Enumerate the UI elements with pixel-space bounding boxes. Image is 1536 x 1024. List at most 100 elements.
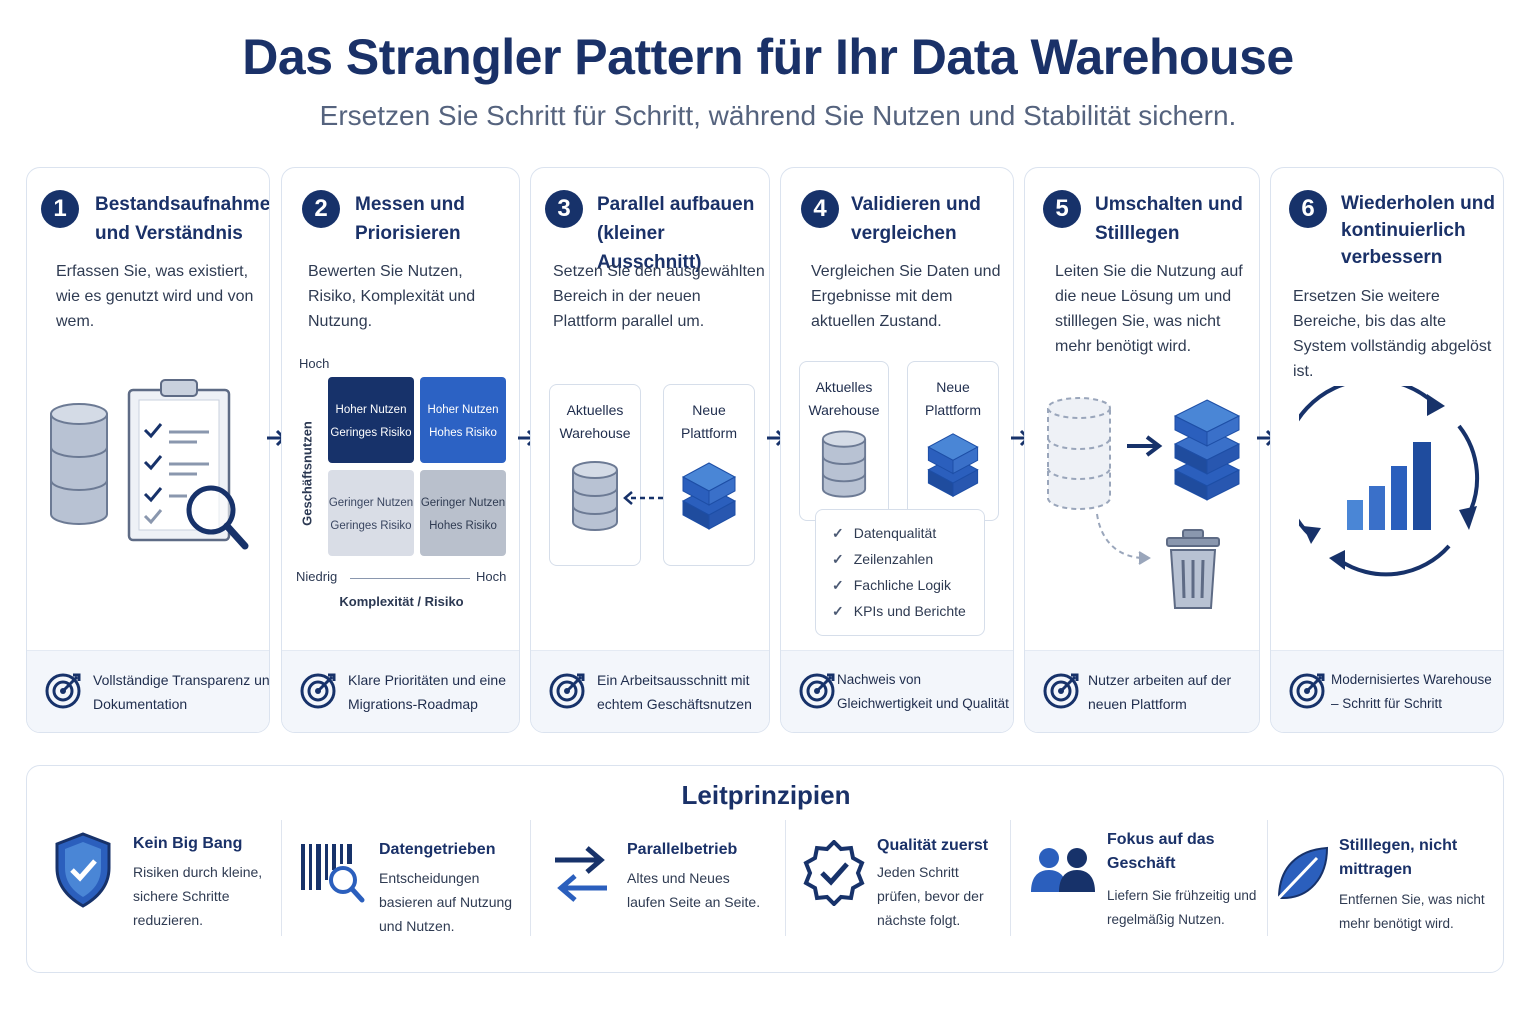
validation-checklist: ✓Datenqualität ✓Zeilenzahlen ✓Fachliche …: [815, 509, 985, 636]
new-platform-label: Neue Plattform: [924, 379, 981, 418]
principle-description: Jeden Schritt prüfen, bevor der nächste …: [877, 864, 984, 928]
quadrant-top-right: Hoher Nutzen Hohes Risiko: [420, 377, 506, 463]
leaf-icon: [1273, 846, 1329, 904]
principle-description: Entfernen Sie, was nicht mehr benötigt w…: [1339, 892, 1485, 931]
principle-name: Stilllegen, nicht mittragen: [1339, 837, 1458, 878]
step-number: 1: [41, 190, 79, 228]
clipboard-checklist-icon: [127, 379, 249, 550]
quadrant-top-left: Hoher Nutzen Geringes Risiko: [328, 377, 414, 463]
target-icon: [1289, 673, 1325, 709]
new-platform-box: Neue Plattform: [663, 384, 755, 566]
x-axis-high-label: Hoch: [476, 569, 507, 584]
target-icon: [549, 673, 585, 709]
step-description: Erfassen Sie, was existiert, wie es genu…: [56, 263, 254, 330]
step-description: Vergleichen Sie Daten und Ergebnisse mit…: [811, 263, 1001, 330]
divider: [1010, 820, 1011, 936]
step-title: Parallel aufbauen (kleiner Ausschnitt): [597, 194, 755, 273]
step-number: 2: [302, 190, 340, 228]
divider: [281, 820, 282, 936]
outcome-text: Ein Arbeitsausschnitt mit echtem Geschäf…: [597, 672, 752, 712]
cube-stack-icon: [927, 433, 979, 498]
x-axis-line: [350, 578, 470, 579]
principle-name: Datengetrieben: [379, 841, 496, 858]
check-item: ✓Datenqualität: [832, 525, 937, 541]
step-title: Wiederholen und kontinuierlich verbesser…: [1341, 193, 1495, 268]
barcode-search-icon: [301, 844, 365, 903]
step-description: Ersetzen Sie weitere Bereiche, bis das a…: [1293, 288, 1492, 380]
x-axis-label: Komplexität / Risiko: [339, 594, 464, 609]
step-card-4: 4 Validieren und vergleichen Vergleichen…: [780, 167, 1014, 733]
continuous-improvement-icon: [1299, 386, 1480, 577]
outcome-text: Nutzer arbeiten auf der neuen Plattform: [1088, 672, 1232, 712]
step-outcome: Klare Prioritäten und eine Migrations-Ro…: [282, 650, 519, 732]
guiding-principles-panel: Leitprinzipien Kein Big Bang Risiken dur…: [26, 765, 1504, 973]
switch-arrow-icon: [1127, 435, 1163, 457]
target-icon: [1043, 673, 1079, 709]
principle-data-driven: Datengetrieben Entscheidungen basieren a…: [297, 820, 527, 940]
target-icon: [45, 673, 81, 709]
database-icon: [572, 461, 618, 531]
current-warehouse-label: Aktuelles Warehouse: [559, 402, 631, 441]
y-axis-label: Geschäftsnutzen: [299, 421, 315, 526]
principle-description: Entscheidungen basieren auf Nutzung und …: [379, 870, 513, 934]
step-card-5: 5 Umschalten und Stilllegen Leiten Sie d…: [1024, 167, 1260, 733]
principle-description: Risiken durch kleine, sichere Schritte r…: [133, 864, 263, 928]
principle-retire-not-carry: Stilllegen, nicht mittragen Entfernen Si…: [1267, 820, 1505, 940]
check-item: ✓Zeilenzahlen: [832, 551, 934, 567]
principle-description: Altes und Neues laufen Seite an Seite.: [627, 870, 761, 910]
step-outcome: Vollständige Transparenz und Dokumentati…: [27, 650, 269, 732]
quadrant-bottom-left: Geringer Nutzen Geringes Risiko: [328, 470, 414, 556]
check-item: ✓Fachliche Logik: [832, 577, 952, 593]
current-warehouse-label: Aktuelles Warehouse: [808, 379, 880, 418]
step-number: 3: [545, 190, 583, 228]
check-item: ✓KPIs und Berichte: [832, 603, 966, 619]
step-description: Leiten Sie die Nutzung auf die neue Lösu…: [1055, 263, 1243, 355]
step-card-3: 3 Parallel aufbauen (kleiner Ausschnitt)…: [530, 167, 770, 733]
principle-name: Kein Big Bang: [133, 835, 243, 852]
step-outcome: Ein Arbeitsausschnitt mit echtem Geschäf…: [531, 650, 769, 732]
step-card-6: 6 Wiederholen und kontinuierlich verbess…: [1270, 167, 1504, 733]
x-axis-low-label: Niedrig: [296, 569, 338, 584]
dashed-arrow-icon: [1096, 513, 1151, 565]
outcome-text: Vollständige Transparenz und Dokumentati…: [93, 672, 270, 712]
swap-arrows-icon: [555, 846, 607, 902]
outcome-text: Nachweis von Gleichwertigkeit und Qualit…: [837, 672, 1009, 711]
principle-name: Fokus auf das Geschäft: [1107, 831, 1215, 872]
current-warehouse-box: Aktuelles Warehouse: [549, 384, 641, 566]
step-title: Messen und Priorisieren: [355, 194, 465, 244]
step-outcome: Modernisiertes Warehouse – Schritt für S…: [1271, 650, 1503, 732]
page-title: Das Strangler Pattern für Ihr Data Wareh…: [242, 29, 1294, 85]
divider: [785, 820, 786, 936]
target-icon: [300, 673, 336, 709]
trash-icon: [1166, 529, 1220, 609]
new-platform-box: Neue Plattform: [907, 361, 999, 521]
principle-quality-first: Qualität zuerst Jeden Schritt prüfen, be…: [801, 820, 1031, 940]
step-number: 5: [1043, 190, 1081, 228]
step-outcome: Nachweis von Gleichwertigkeit und Qualit…: [781, 650, 1013, 732]
step-title: Validieren und vergleichen: [851, 194, 981, 244]
step-card-1: 1 Bestandsaufnahme und Verständnis Erfas…: [26, 167, 270, 733]
principle-no-big-bang: Kein Big Bang Risiken durch kleine, sich…: [51, 820, 281, 940]
step-title: Bestandsaufnahme und Verständnis: [95, 194, 270, 244]
current-warehouse-box: Aktuelles Warehouse: [799, 361, 889, 521]
y-axis-high-label: Hoch: [299, 356, 330, 371]
step-number: 6: [1289, 190, 1327, 228]
divider: [1267, 820, 1268, 936]
database-icon: [821, 430, 867, 498]
outcome-text: Modernisiertes Warehouse – Schritt für S…: [1331, 672, 1492, 711]
database-icon: [50, 403, 108, 525]
badge-check-icon: [803, 840, 865, 906]
step-number: 4: [801, 190, 839, 228]
step-title: Umschalten und Stilllegen: [1095, 194, 1243, 244]
step-description: Bewerten Sie Nutzen, Risiko, Komplexität…: [308, 263, 476, 330]
quadrant-bottom-right: Geringer Nutzen Hohes Risiko: [420, 470, 506, 556]
principle-name: Qualität zuerst: [877, 837, 989, 854]
step-description: Setzen Sie den ausgewählten Bereich in d…: [553, 263, 765, 330]
outcome-text: Klare Prioritäten und eine Migrations-Ro…: [348, 672, 506, 712]
cube-stack-icon: [681, 462, 737, 530]
principle-business-focus: Fokus auf das Geschäft Liefern Sie frühz…: [1027, 820, 1257, 940]
users-icon: [1031, 848, 1095, 892]
principle-description: Liefern Sie frühzeitig und regelmäßig Nu…: [1107, 888, 1257, 927]
principle-parallel-operation: Parallelbetrieb Altes und Neues laufen S…: [547, 820, 777, 940]
step-card-2: 2 Messen und Priorisieren Bewerten Sie N…: [281, 167, 520, 733]
